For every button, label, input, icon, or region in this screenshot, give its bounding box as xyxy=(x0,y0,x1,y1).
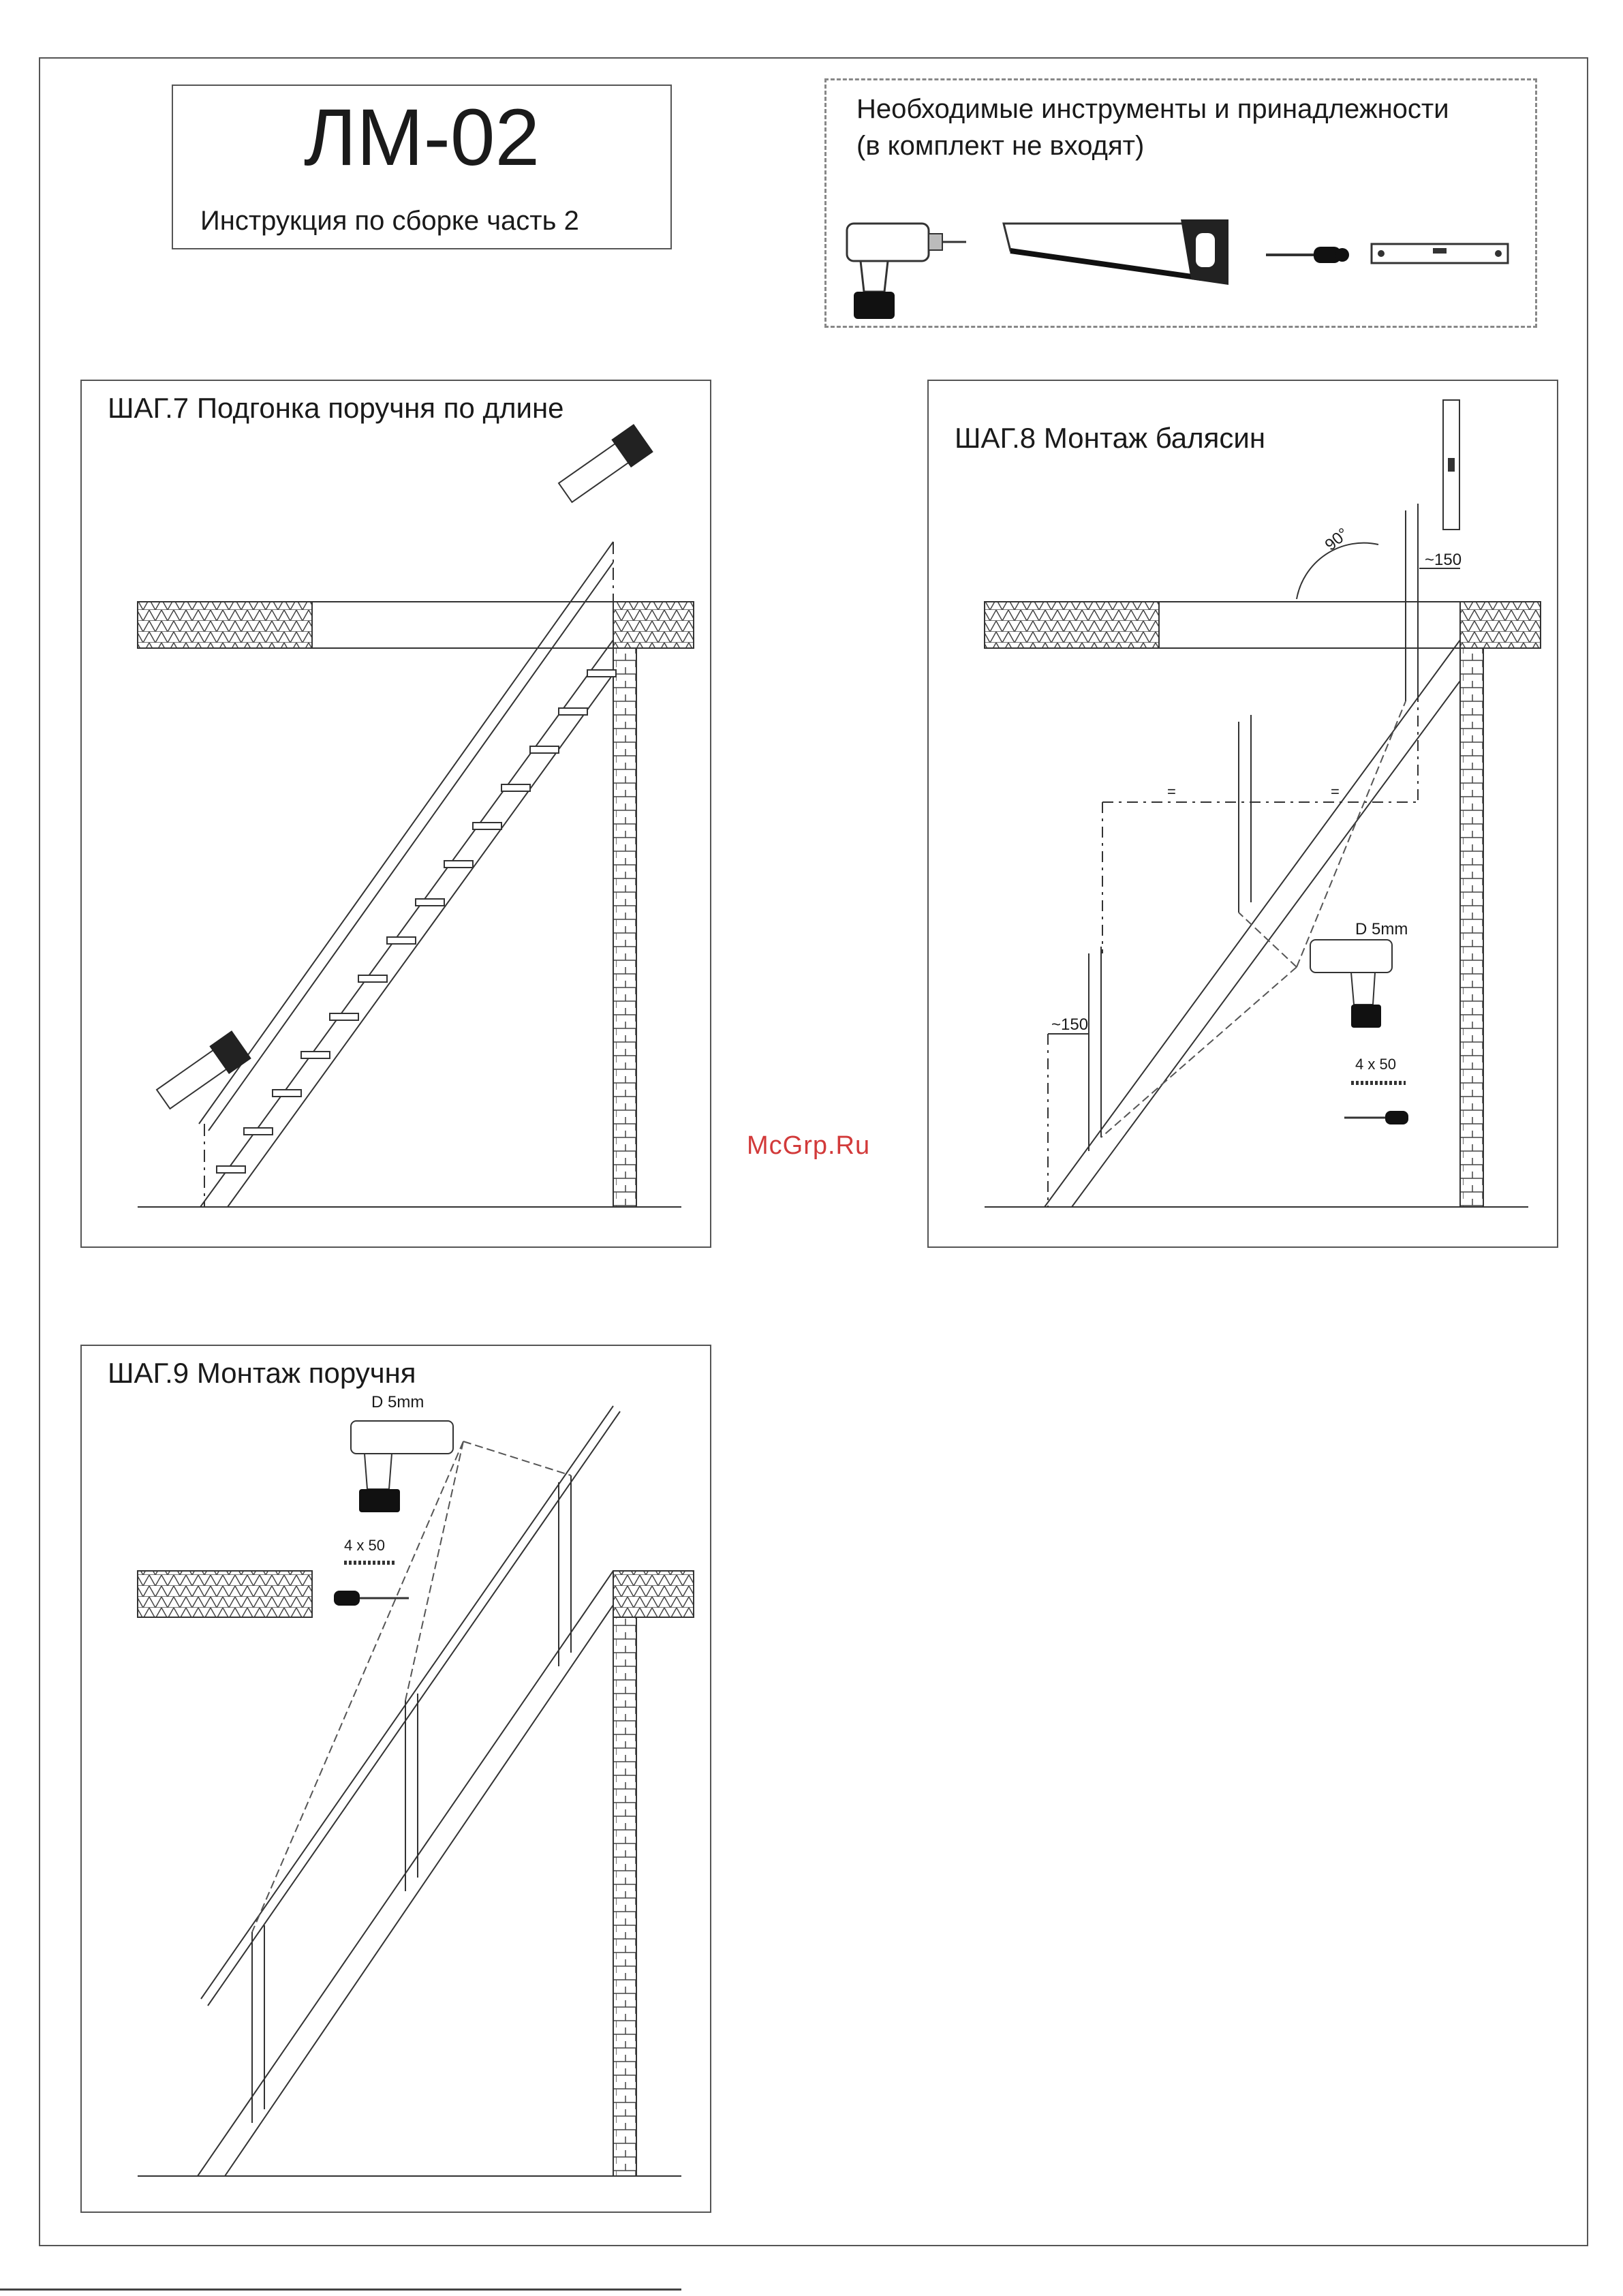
step-8-drawing: = = 90° ~150 ~150 D 5mm 4 х 50 xyxy=(929,381,1557,1246)
title-box: ЛМ-02 Инструкция по сборке часть 2 xyxy=(172,85,672,249)
screw-size-label: 4 х 50 xyxy=(1355,1056,1396,1073)
step-8-panel: ШАГ.8 Монтаж балясин xyxy=(927,380,1558,1248)
tools-heading: Необходимые инструменты и принадлежности xyxy=(856,94,1449,125)
saw-icon xyxy=(1004,219,1228,285)
drill-diameter-label: D 5mm xyxy=(371,1393,424,1411)
equal-mark-right: = xyxy=(1331,783,1340,800)
level-icon xyxy=(1372,244,1508,263)
drill-diameter-label: D 5mm xyxy=(1355,920,1408,938)
level-icon xyxy=(1443,400,1459,530)
screwdriver-icon xyxy=(1266,247,1349,263)
tools-box: Необходимые инструменты и принадлежности… xyxy=(824,78,1537,328)
offset-top-label: ~150 xyxy=(1425,551,1462,569)
step-9-drawing: D 5mm 4 х 50 xyxy=(82,1346,710,2211)
screwdriver-icon xyxy=(1344,1111,1408,1124)
step-7-drawing xyxy=(82,381,710,1246)
saw-icon xyxy=(555,424,653,506)
drill-icon xyxy=(847,224,966,319)
step-9-panel: ШАГ.9 Монтаж поручня xyxy=(80,1345,711,2213)
footer-rule xyxy=(0,2289,681,2291)
screw-size-label: 4 х 50 xyxy=(344,1537,385,1554)
step-7-panel: ШАГ.7 Подгонка поручня по длине xyxy=(80,380,711,1248)
drill-icon xyxy=(1310,940,1392,1028)
angle-label: 90° xyxy=(1322,525,1352,555)
document-subtitle: Инструкция по сборке часть 2 xyxy=(200,206,579,236)
document-title: ЛМ-02 xyxy=(173,90,670,185)
watermark: McGrp.Ru xyxy=(747,1131,870,1161)
tools-icons xyxy=(826,210,1535,319)
tools-note: (в комплект не входят) xyxy=(856,131,1144,162)
offset-bottom-label: ~150 xyxy=(1051,1015,1088,1034)
drill-icon xyxy=(351,1421,453,1512)
equal-mark-left: = xyxy=(1167,783,1176,800)
